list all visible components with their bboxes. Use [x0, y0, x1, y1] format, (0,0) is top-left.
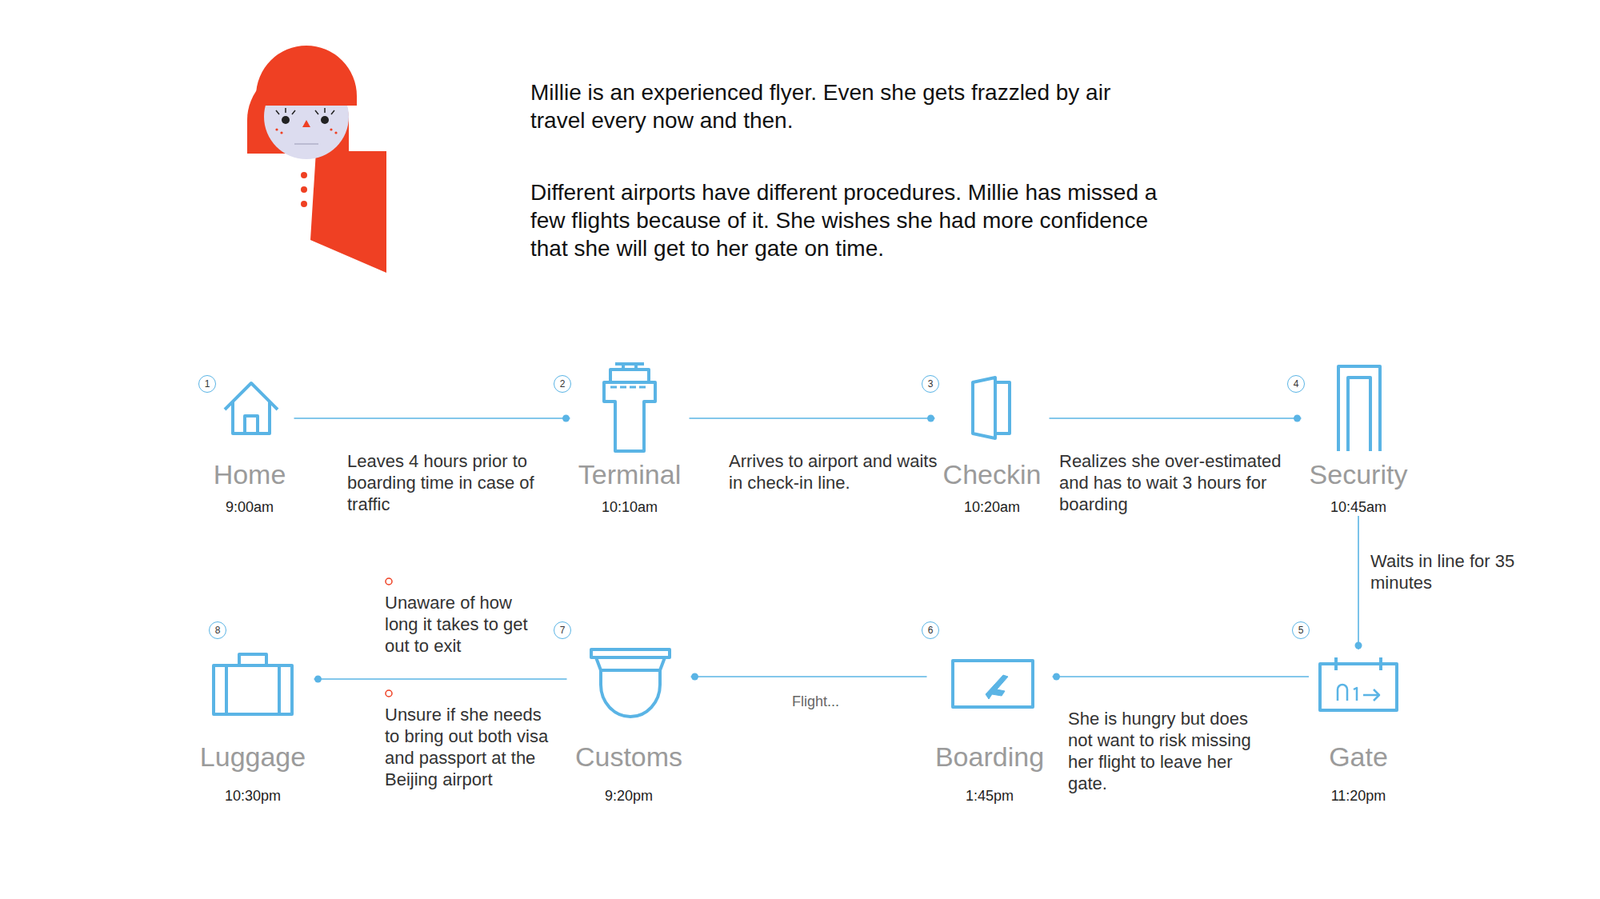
journey-stage: Gate 11:20pm [1308, 649, 1408, 805]
stage-name: Checkin [935, 458, 1050, 491]
callout-number: 5 [1292, 621, 1310, 640]
journey-connector [691, 673, 928, 681]
callout-number: 3 [921, 375, 940, 393]
stage-icons [213, 364, 1397, 717]
step-description: She is hungry but does not want to risk … [1068, 708, 1272, 795]
stage-name: Boarding [927, 740, 1053, 773]
journey-stage: Terminal 10:10am [570, 376, 690, 516]
journey-connector [1049, 415, 1302, 423]
stage-time: 10:10am [570, 498, 690, 516]
stage-name: Luggage [192, 740, 315, 773]
stage-name: Terminal [570, 458, 690, 491]
journey-connector [689, 415, 936, 423]
stage-time: 9:20pm [567, 787, 692, 805]
stage-time: 10:30pm [192, 787, 315, 805]
journey-stage: Customs 9:20pm [567, 649, 692, 805]
callout-number: 2 [553, 375, 572, 393]
journey-connector [294, 415, 571, 423]
journey-stage: Luggage 10:30pm [192, 649, 315, 805]
callout-number: 8 [208, 621, 227, 640]
pain-point-note: Unsure if she needs to bring out both vi… [384, 704, 557, 791]
stage-time: 10:45am [1301, 498, 1416, 516]
stage-time: 1:45pm [927, 787, 1053, 805]
intro-text: Different airports have different proced… [530, 178, 1171, 263]
journey-connector [1355, 516, 1363, 650]
step-description: Waits in line for 35 minutes [1370, 550, 1555, 594]
journey-stage: Checkin 10:20am [935, 376, 1050, 516]
journey-stage: Security 10:45am [1301, 376, 1416, 516]
pain-point-note: Unaware of how long it takes to get out … [384, 592, 545, 657]
millie-avatar [247, 45, 387, 273]
step-description: Arrives to airport and waits in check-in… [728, 450, 941, 494]
step-description: Realizes she over-estimated and has to w… [1059, 450, 1300, 516]
journey-connector [1052, 673, 1310, 681]
stage-name: Home [205, 458, 295, 491]
stage-time: 9:00am [205, 498, 295, 516]
step-description: Flight... [792, 692, 864, 711]
callout-number: 4 [1287, 375, 1305, 393]
stage-time: 11:20pm [1308, 787, 1408, 805]
stage-name: Customs [567, 740, 692, 773]
journey-stage: Home 9:00am [205, 376, 295, 516]
journey-stage: Boarding 1:45pm [927, 649, 1053, 805]
stage-name: Gate [1308, 740, 1408, 773]
callout-number: 7 [553, 621, 572, 640]
step-description: Leaves 4 hours prior to boarding time in… [347, 450, 568, 516]
stage-name: Security [1301, 458, 1416, 491]
stage-time: 10:20am [935, 498, 1050, 516]
callout-number: 6 [921, 621, 940, 640]
callout-number: 1 [198, 375, 216, 393]
intro-text: Millie is an experienced flyer. Even she… [530, 78, 1171, 135]
journey-connector [314, 676, 568, 684]
